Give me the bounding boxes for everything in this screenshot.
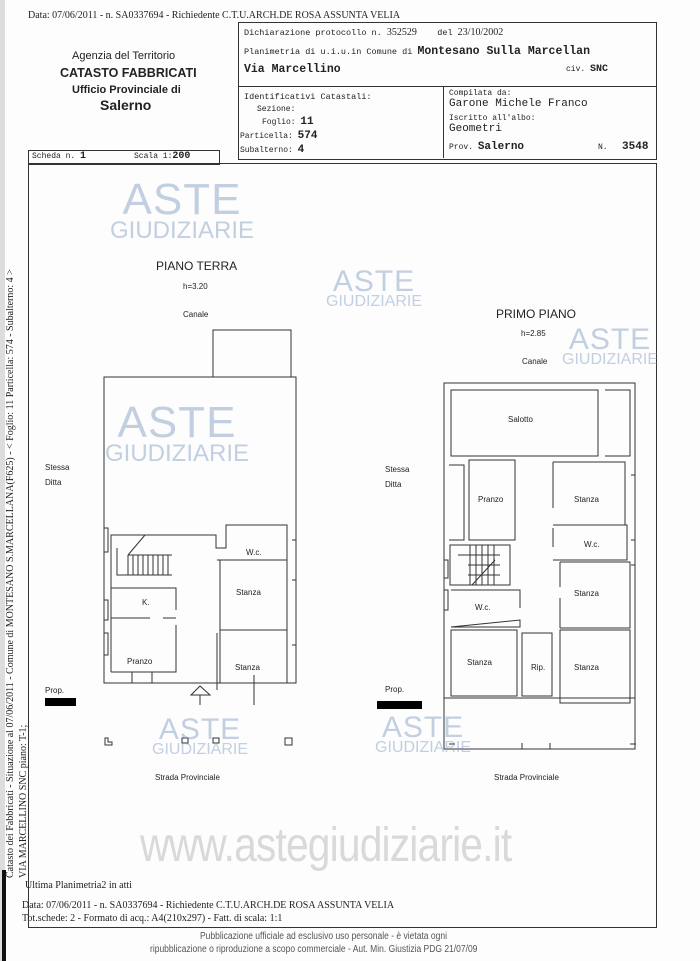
first-room-pranzo: Pranzo — [478, 495, 504, 504]
scala-label: Scala 1: — [134, 152, 173, 161]
ground-room-pranzo: Pranzo — [127, 657, 153, 666]
scheda-box — [28, 150, 220, 165]
first-room-stanza-4: Stanza — [574, 663, 599, 672]
identificativi-title: Identificativi Catastali: — [244, 92, 372, 102]
particella-label: Particella: — [240, 132, 293, 141]
prov-label: Prov. — [449, 143, 474, 152]
declaration-date: 23/10/2002 — [457, 27, 504, 38]
subalterno-value: 4 — [297, 144, 305, 156]
first-floor-title: PRIMO PIANO — [496, 307, 577, 321]
scala-value: 200 — [172, 151, 191, 162]
header-box — [238, 22, 657, 160]
scheda: Scheda n. 1 — [32, 151, 86, 162]
prov: Prov. Salerno — [449, 141, 524, 153]
n-label: N. — [598, 143, 608, 152]
header-divider — [238, 86, 656, 87]
first-floor-plan — [443, 382, 636, 750]
ground-stessa: Stessa — [45, 463, 70, 472]
particella-value: 574 — [297, 130, 318, 142]
ground-room-stanza-2: Stanza — [235, 663, 260, 672]
first-room-stanza-2: Stanza — [574, 589, 599, 598]
redacted-block-2 — [377, 701, 422, 709]
publication-notice-2: ripubblicazione o riproduzione a scopo c… — [150, 944, 478, 955]
scheda-label: Scheda n. — [32, 152, 76, 161]
declaration-label: Dichiarazione protocollo n. — [244, 28, 382, 38]
ground-canale: Canale — [183, 310, 209, 319]
ufficio-city: Salerno — [100, 97, 152, 113]
subalterno: Subalterno: 4 — [240, 144, 304, 156]
watermark-url: www.astegiudiziarie.it — [140, 819, 512, 872]
foglio-value: 11 — [300, 116, 314, 128]
sezione-label: Sezione: — [257, 105, 296, 114]
ground-prop: Prop. — [45, 686, 65, 695]
n-value: 3548 — [622, 141, 649, 153]
drawing-frame — [28, 163, 657, 928]
compilata-name: Garone Michele Franco — [449, 98, 588, 110]
declaration-del-label: del — [437, 28, 453, 38]
ground-floor-plan — [103, 329, 297, 746]
planimetria-line: Planimetria di u.i.u.in Comune di Montes… — [244, 45, 590, 58]
scheda-value: 1 — [80, 151, 87, 162]
first-prop: Prop. — [385, 685, 405, 694]
comune-value: Montesano Sulla Marcellan — [417, 45, 590, 58]
civ-value: SNC — [590, 64, 609, 75]
first-strada: Strada Provinciale — [494, 773, 559, 782]
ground-annex — [212, 329, 292, 378]
first-outer-wall — [443, 382, 636, 750]
scan-edge-dark — [2, 870, 6, 961]
foglio-label: Foglio: — [262, 118, 296, 127]
footer-schede-line: Tot.schede: 2 - Formato di acq.: A4(210x… — [22, 913, 283, 924]
ufficio-label: Ufficio Provinciale di — [72, 84, 181, 96]
civ: civ. SNC — [566, 64, 608, 75]
first-room-rip: Rip. — [531, 663, 546, 672]
first-room-stanza-3: Stanza — [467, 658, 492, 667]
first-ditta: Ditta — [385, 480, 402, 489]
catasto-title: CATASTO FABBRICATI — [60, 66, 197, 80]
declaration: Dichiarazione protocollo n. 352529 del 2… — [244, 27, 503, 38]
prov-value: Salerno — [477, 141, 525, 153]
registration-number: N. 3548 — [598, 141, 648, 153]
via-value: Via Marcellino — [244, 63, 341, 76]
request-line: Data: 07/06/2011 - n. SA0337694 - Richie… — [28, 10, 401, 21]
ground-ditta: Ditta — [45, 478, 62, 487]
redacted-block — [45, 698, 76, 706]
scan-edge — [0, 0, 5, 961]
first-room-wc-2: W.c. — [475, 603, 491, 612]
declaration-number: 352529 — [386, 27, 417, 38]
first-floor-height: h=2.85 — [521, 329, 546, 338]
ground-floor-title: PIANO TERRA — [156, 259, 238, 273]
first-room-salotto: Salotto — [508, 415, 533, 424]
ground-room-kitchen: K. — [142, 598, 150, 607]
first-canale: Canale — [522, 357, 548, 366]
ground-floor-height: h=3.20 — [183, 282, 208, 291]
ultima-planimetria: Ultima Planimetria2 in atti — [25, 880, 132, 891]
civ-label: civ. — [566, 65, 586, 74]
ground-room-wc: W.c. — [246, 548, 262, 557]
compilata-label: Compilata da: — [449, 89, 512, 98]
foglio: Foglio: 11 — [262, 116, 314, 128]
planimetria-label: Planimetria di u.i.u.in Comune di — [244, 47, 413, 57]
scala: Scala 1:200 — [134, 151, 190, 162]
agency-name: Agenzia del Territorio — [72, 50, 176, 62]
ground-room-stanza: Stanza — [236, 588, 261, 597]
particella: Particella: 574 — [240, 130, 317, 142]
first-room-wc-1: W.c. — [584, 540, 600, 549]
subalterno-label: Subalterno: — [240, 146, 293, 155]
ground-strada: Strada Provinciale — [155, 773, 220, 782]
footer-request-line: Data: 07/06/2011 - n. SA0337694 - Richie… — [22, 900, 395, 911]
ground-outer-wall — [103, 376, 297, 684]
albo-label: Iscritto all'albo: — [449, 114, 536, 123]
header-vertical-divider — [443, 86, 444, 158]
albo-value: Geometri — [449, 123, 502, 135]
publication-notice-1: Pubblicazione ufficiale ad esclusivo uso… — [200, 931, 447, 942]
first-stessa: Stessa — [385, 465, 410, 474]
first-room-stanza-1: Stanza — [574, 495, 599, 504]
